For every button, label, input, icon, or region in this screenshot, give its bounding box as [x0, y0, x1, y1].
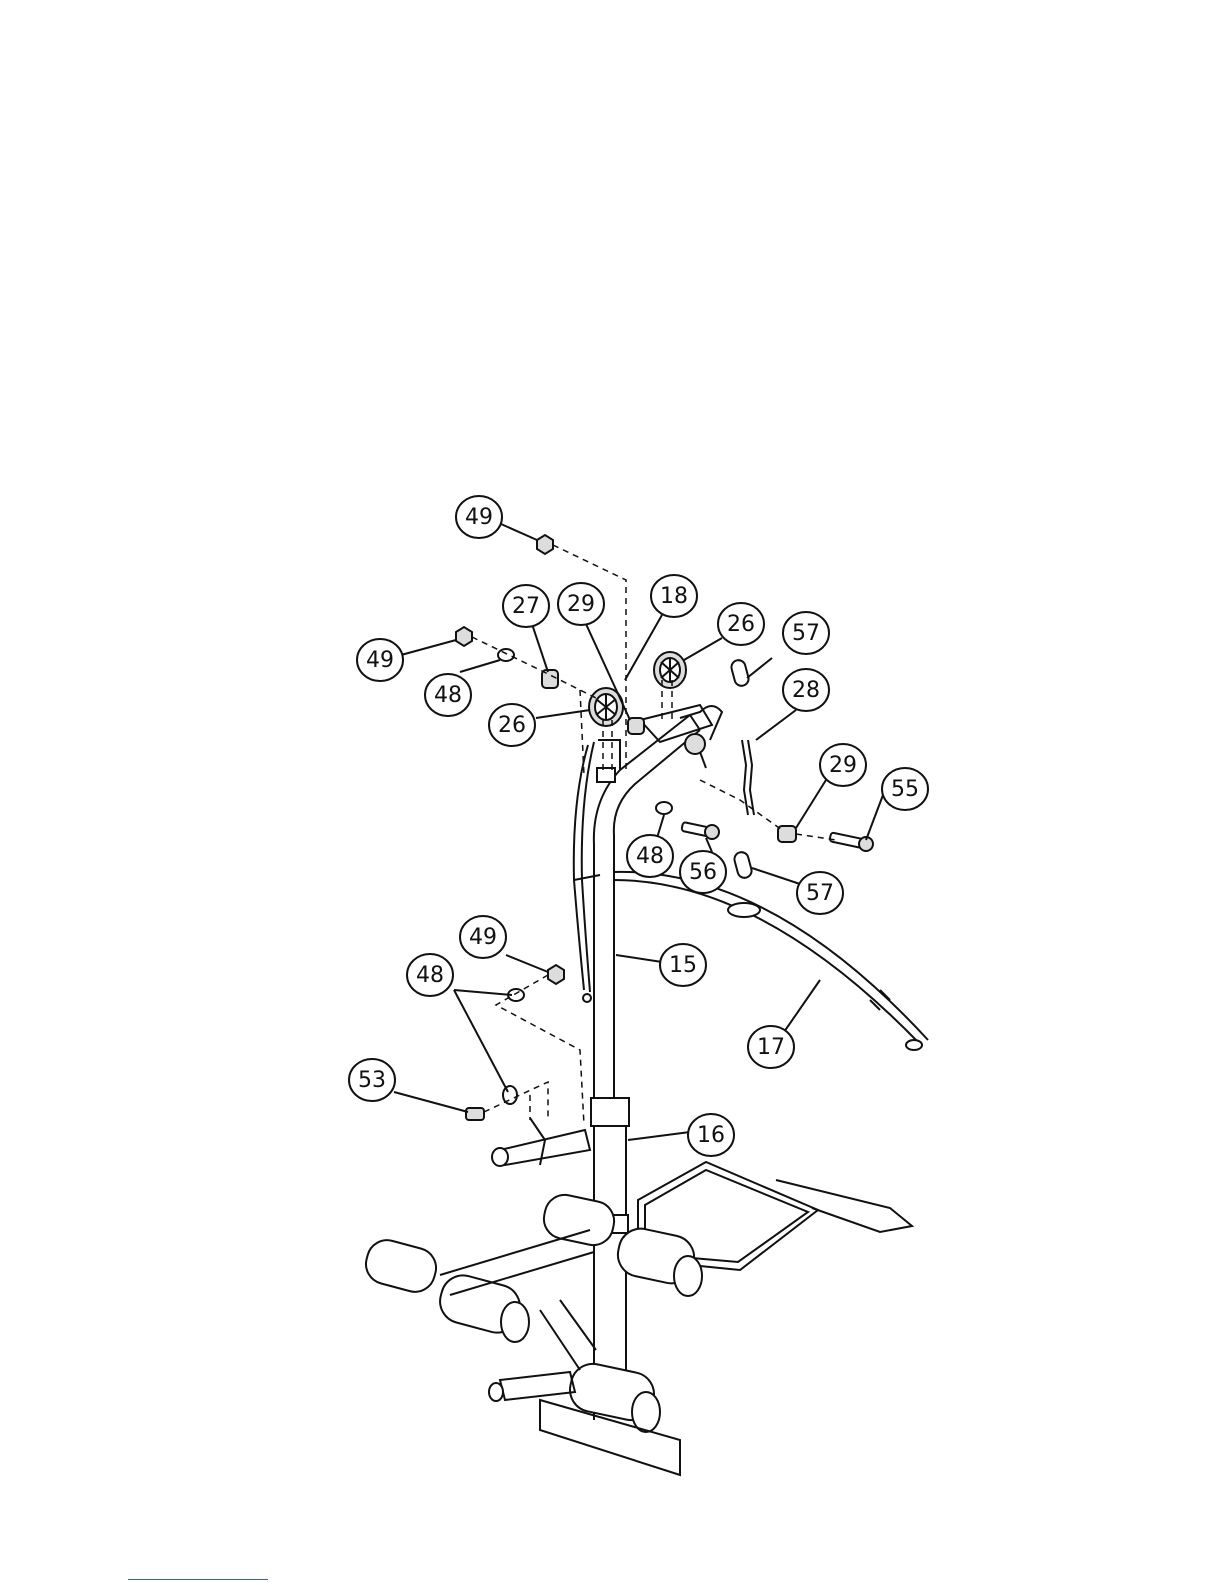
callout-55: 55 — [882, 768, 928, 810]
callout-27: 27 — [503, 585, 549, 627]
spacer-29-upper — [628, 718, 644, 734]
callout-label: 29 — [567, 592, 595, 617]
callout-28: 28 — [783, 669, 829, 711]
callout-48: 48 — [425, 674, 471, 716]
callout-26: 26 — [718, 603, 764, 645]
spacer-29-right — [778, 826, 796, 842]
callout-48: 48 — [627, 835, 673, 877]
callout-label: 53 — [358, 1068, 386, 1093]
callout-17: 17 — [748, 1026, 794, 1068]
callout-label: 57 — [806, 881, 834, 906]
callout-49: 49 — [460, 916, 506, 958]
snap-link-57-upper — [730, 659, 750, 688]
bolt-56 — [681, 822, 719, 839]
callout-label: 17 — [757, 1035, 785, 1060]
callout-label: 55 — [891, 777, 919, 802]
callout-label: 56 — [689, 860, 717, 885]
callout-label: 48 — [434, 683, 462, 708]
pulley-26-right — [654, 652, 686, 688]
callout-57: 57 — [797, 872, 843, 914]
callout-53: 53 — [349, 1059, 395, 1101]
callout-label: 26 — [727, 612, 755, 637]
callout-29: 29 — [820, 744, 866, 786]
callout-label: 26 — [498, 713, 526, 738]
callout-49: 49 — [357, 639, 403, 681]
callout-29: 29 — [558, 583, 604, 625]
callout-label: 57 — [792, 621, 820, 646]
leg-roller-pads — [361, 1191, 702, 1432]
callout-label: 48 — [636, 844, 664, 869]
nut-washer-hardware — [456, 535, 672, 1120]
footer-rule — [128, 1579, 268, 1580]
callout-label: 29 — [829, 753, 857, 778]
chain-28 — [742, 740, 754, 815]
callout-56: 56 — [680, 851, 726, 893]
callout-18: 18 — [651, 575, 697, 617]
callout-label: 18 — [660, 584, 688, 609]
callout-26: 26 — [489, 704, 535, 746]
bolt-55 — [829, 832, 873, 851]
callout-label: 28 — [792, 678, 820, 703]
callout-15: 15 — [660, 944, 706, 986]
hook-bracket — [680, 706, 722, 768]
callout-label: 49 — [366, 648, 394, 673]
callout-57: 57 — [783, 612, 829, 654]
callout-label: 49 — [465, 505, 493, 530]
snap-link-57-lower — [733, 851, 753, 880]
callout-label: 15 — [669, 953, 697, 978]
callout-label: 27 — [512, 594, 540, 619]
callout-label: 48 — [416, 963, 444, 988]
callout-label: 49 — [469, 925, 497, 950]
callout-16: 16 — [688, 1114, 734, 1156]
callout-label: 16 — [697, 1123, 725, 1148]
callout-48: 48 — [407, 954, 453, 996]
callouts: 49 27 29 18 26 57 49 48 26 28 29 55 48 56 57 49 15 48 17 53… — [349, 496, 928, 1156]
callout-49: 49 — [456, 496, 502, 538]
